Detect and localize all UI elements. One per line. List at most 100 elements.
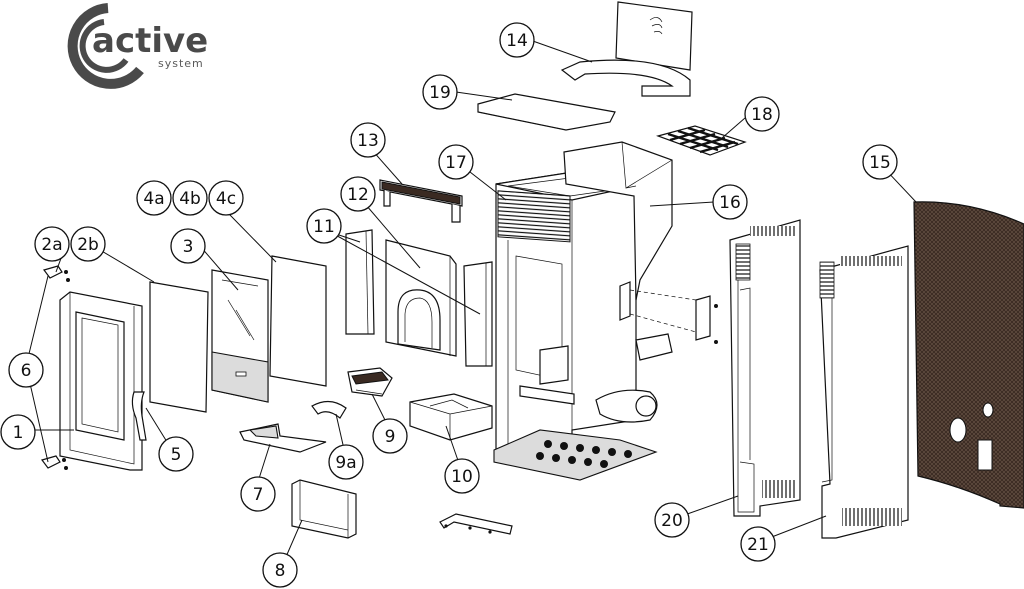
label-2a: 2a (34, 226, 70, 262)
label-text: 12 (347, 185, 369, 205)
label-text: 18 (751, 105, 773, 125)
label-circle (172, 180, 208, 216)
label-circle (438, 144, 474, 180)
part-4-glass-panels (149, 255, 327, 413)
label-6: 6 (8, 352, 44, 388)
label-15: 15 (862, 144, 898, 180)
part-12-back-plate (385, 239, 457, 357)
brand-logo-subtext: system (158, 57, 204, 70)
label-circle (340, 176, 376, 212)
label-text: 15 (869, 153, 891, 173)
label-text: 7 (253, 485, 264, 505)
label-circle (444, 458, 480, 494)
label-9a: 9a (328, 444, 364, 480)
label-text: 2a (41, 235, 62, 255)
label-text: 19 (429, 83, 451, 103)
part-20-side-panel (729, 219, 801, 517)
label-circle (262, 552, 298, 588)
label-14: 14 (499, 22, 535, 58)
label-3: 3 (170, 228, 206, 264)
label-text: 10 (451, 467, 473, 487)
part-9-brazier (347, 367, 393, 397)
part-19-top-plate (477, 93, 616, 131)
part-8-lower-box (291, 479, 357, 539)
part-16-hopper (563, 141, 673, 301)
label-circle (170, 228, 206, 264)
part-5-handle (131, 391, 147, 441)
label-circle (744, 96, 780, 132)
label-19: 19 (422, 74, 458, 110)
part-1-door (59, 291, 143, 471)
label-9: 9 (372, 418, 408, 454)
label-circle (654, 502, 690, 538)
brand-logo: active system (67, 3, 208, 89)
label-text: 9a (335, 453, 356, 473)
label-circle (306, 208, 342, 244)
label-11: 11 (306, 208, 342, 244)
part-11-side-bricks (345, 229, 493, 367)
part-7-ash-plate (239, 423, 327, 453)
label-circle (372, 418, 408, 454)
label-circle (499, 22, 535, 58)
label-circle (0, 414, 36, 450)
part-9a-curve (311, 400, 347, 419)
label-circle (158, 436, 194, 472)
label-13: 13 (350, 122, 386, 158)
label-4b: 4b (172, 180, 208, 216)
part-15-rear-mesh (913, 201, 1024, 509)
part-21-side-panel (819, 245, 909, 539)
brand-logo-text: active (92, 21, 208, 61)
label-circle (208, 180, 244, 216)
label-20: 20 (654, 502, 690, 538)
label-text: 14 (506, 31, 528, 51)
part-17-main-body (493, 169, 673, 481)
part-14-top-cover (560, 1, 693, 97)
part-3-glass (211, 269, 269, 403)
label-circle (240, 476, 276, 512)
label-12: 12 (340, 176, 376, 212)
label-text: 16 (719, 193, 741, 213)
label-circle (712, 184, 748, 220)
label-4c: 4c (208, 180, 244, 216)
label-16: 16 (712, 184, 748, 220)
label-2b: 2b (70, 226, 106, 262)
label-text: 1 (13, 423, 24, 443)
label-5: 5 (158, 436, 194, 472)
label-circle (862, 144, 898, 180)
label-text: 8 (275, 561, 286, 581)
label-text: 4c (216, 189, 236, 209)
label-1: 1 (0, 414, 36, 450)
label-21: 21 (740, 526, 776, 562)
label-circle (8, 352, 44, 388)
label-circle (70, 226, 106, 262)
label-circle (34, 226, 70, 262)
label-text: 5 (171, 445, 182, 465)
hopper-bracket (619, 281, 718, 344)
part-10-ash-drawer (409, 393, 493, 441)
label-text: 4a (143, 189, 164, 209)
label-text: 11 (313, 217, 335, 237)
label-circle (740, 526, 776, 562)
label-text: 13 (357, 131, 379, 151)
bottom-bracket (439, 513, 513, 535)
part-18-grill (656, 125, 747, 156)
label-4a: 4a (136, 180, 172, 216)
label-text: 21 (747, 535, 769, 555)
label-circle (350, 122, 386, 158)
label-7: 7 (240, 476, 276, 512)
label-text: 9 (385, 427, 396, 447)
label-text: 6 (21, 361, 32, 381)
label-text: 17 (445, 153, 467, 173)
label-circle (136, 180, 172, 216)
label-text: 2b (77, 235, 99, 255)
label-text: 3 (183, 237, 194, 257)
label-10: 10 (444, 458, 480, 494)
label-18: 18 (744, 96, 780, 132)
label-text: 20 (661, 511, 683, 531)
label-circle (422, 74, 458, 110)
label-8: 8 (262, 552, 298, 588)
part-13-deflector (379, 179, 463, 223)
